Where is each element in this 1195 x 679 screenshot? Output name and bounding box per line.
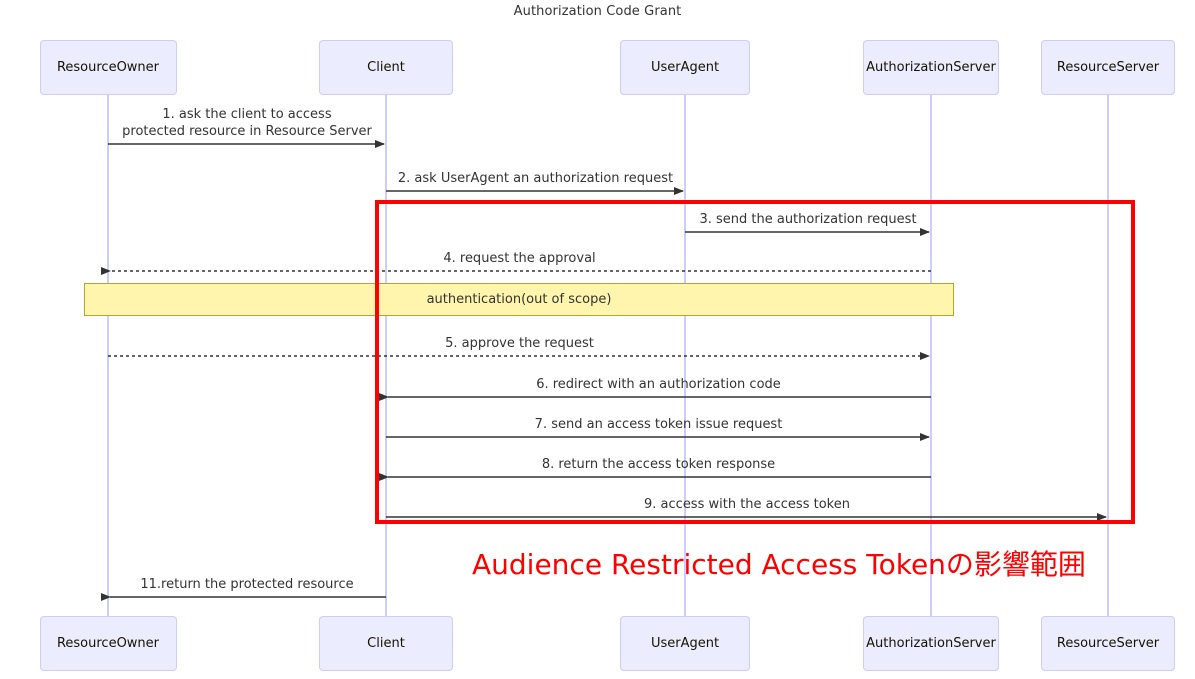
message-label-4: 4. request the approval (310, 251, 730, 266)
message-label-line: 1. ask the client to access (162, 107, 332, 122)
highlight-scope-rectangle (375, 200, 1135, 524)
participant-label: UserAgent (650, 636, 720, 651)
message-label-5: 5. approve the request (310, 336, 730, 351)
participant-label: Client (367, 636, 405, 651)
participant-label: ResourceOwner (56, 60, 160, 75)
participant-box-authorizationserver-top[interactable]: AuthorizationServer (863, 40, 999, 95)
message-label-line: 7. send an access token issue request (534, 417, 783, 432)
message-label-line: 5. approve the request (445, 336, 594, 351)
participant-box-client-top[interactable]: Client (319, 40, 453, 95)
message-label-7: 7. send an access token issue request (449, 417, 869, 432)
highlight-annotation-label: Audience Restricted Access Tokenの影響範囲 (472, 548, 1086, 581)
participant-box-useragent-bottom[interactable]: UserAgent (620, 616, 750, 671)
participant-box-resourceserver-top[interactable]: ResourceServer (1041, 40, 1175, 95)
participant-label: ResourceServer (1056, 636, 1160, 651)
participant-box-authorizationserver-bottom[interactable]: AuthorizationServer (863, 616, 999, 671)
message-label-9: 9. access with the access token (537, 497, 957, 512)
message-label-line: 4. request the approval (443, 251, 596, 266)
message-label-line: 8. return the access token response (541, 457, 776, 472)
participant-label: AuthorizationServer (866, 636, 996, 651)
message-arrow-group (101, 140, 1107, 601)
message-label-line: 6. redirect with an authorization code (536, 377, 781, 392)
participant-box-resourceserver-bottom[interactable]: ResourceServer (1041, 616, 1175, 671)
note-label: authentication(out of scope) (426, 292, 612, 307)
message-label-11: 11.return the protected resource (37, 577, 457, 592)
message-label-line: 3. send the authorization request (699, 212, 917, 227)
message-label-2: 2. ask UserAgent an authorization reques… (326, 171, 746, 186)
message-label-6: 6. redirect with an authorization code (449, 377, 869, 392)
message-label-3: 3. send the authorization request (598, 212, 1018, 227)
message-label-line: 2. ask UserAgent an authorization reques… (397, 171, 674, 186)
participant-box-useragent-top[interactable]: UserAgent (620, 40, 750, 95)
message-label-8: 8. return the access token response (449, 457, 869, 472)
participant-box-client-bottom[interactable]: Client (319, 616, 453, 671)
message-label-line: 11.return the protected resource (140, 577, 354, 592)
diagram-title: Authorization Code Grant (513, 4, 682, 19)
participant-label: ResourceServer (1056, 60, 1160, 75)
participant-box-resourceowner-top[interactable]: ResourceOwner (39, 40, 177, 95)
message-label-1: 1. ask the client to access protected res… (37, 106, 457, 140)
participant-label: Client (367, 60, 405, 75)
note-authentication: authentication(out of scope) (84, 283, 954, 316)
message-label-line-2: protected resource in Resource Server (122, 124, 372, 139)
message-label-line: 9. access with the access token (644, 497, 850, 512)
participant-box-resourceowner-bottom[interactable]: ResourceOwner (39, 616, 177, 671)
participant-label: UserAgent (650, 60, 720, 75)
participant-label: AuthorizationServer (866, 60, 996, 75)
participant-label: ResourceOwner (56, 636, 160, 651)
